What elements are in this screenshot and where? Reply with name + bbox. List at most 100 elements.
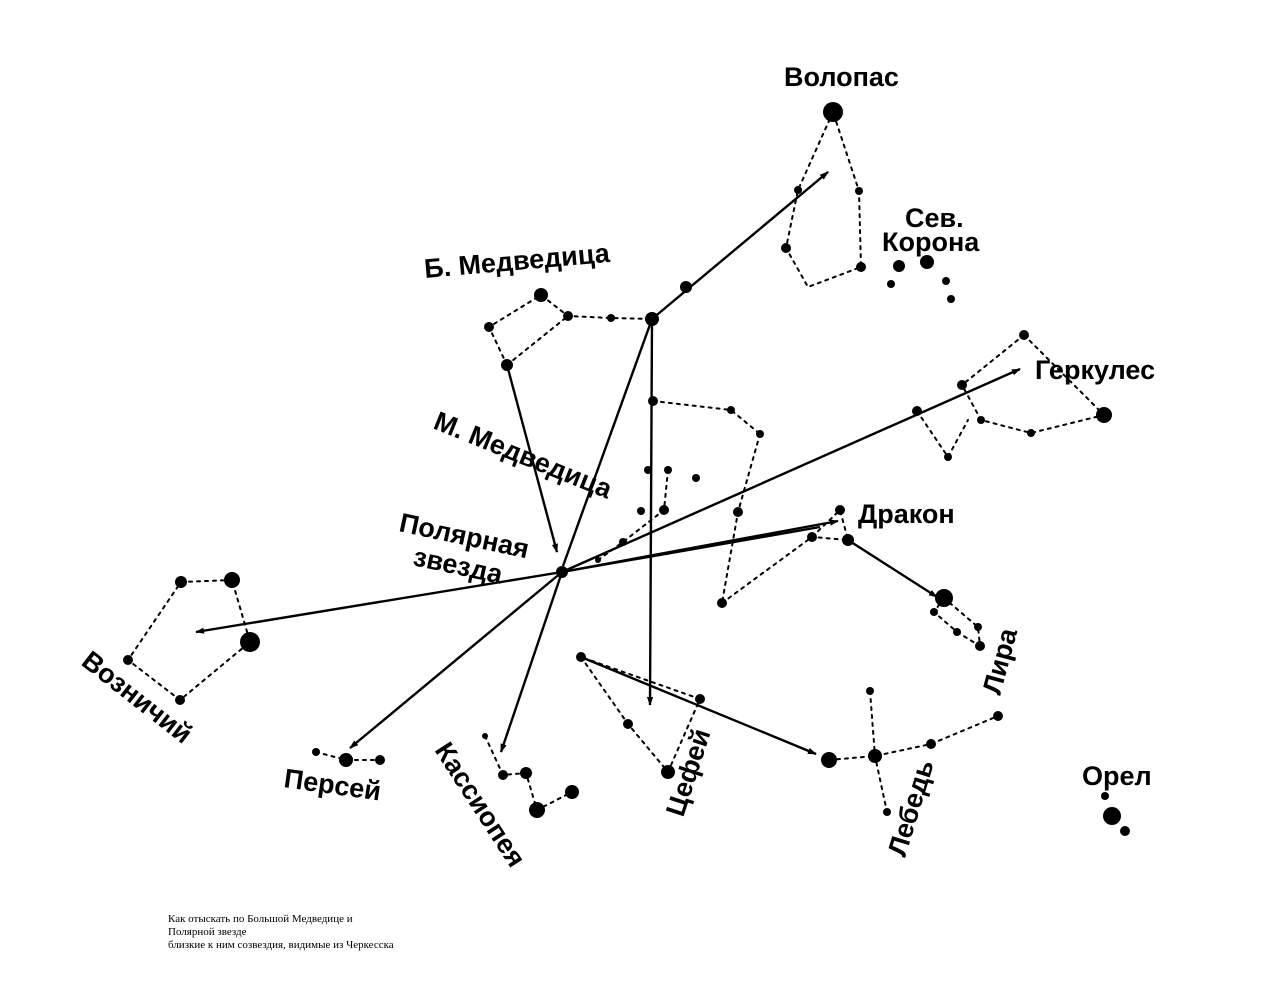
perseus-star-2 bbox=[339, 753, 353, 767]
label-hercules: Геркулес bbox=[1035, 355, 1155, 385]
cygnus-star-5 bbox=[866, 687, 874, 695]
auriga-star-4 bbox=[123, 655, 133, 665]
caption-line-2: Полярной звезде bbox=[168, 926, 247, 938]
corona-star-4 bbox=[942, 277, 950, 285]
hercules-star-2 bbox=[957, 380, 967, 390]
corona-star-2 bbox=[920, 255, 934, 269]
label-ursa-major: Б. Медведица bbox=[423, 238, 612, 284]
caption-line-1: Как отыскать по Большой Медведице и bbox=[168, 913, 353, 925]
cassiopeia-star-2 bbox=[498, 770, 508, 780]
arrow-to-cepheus bbox=[646, 318, 654, 706]
lyra-star-4 bbox=[974, 623, 982, 631]
ursa-major-star-1 bbox=[534, 288, 548, 302]
lyra-star-3 bbox=[953, 628, 961, 636]
bootes-star-1 bbox=[823, 102, 843, 122]
caption-line-3: близкие к ним созвездия, видимые из Черк… bbox=[168, 939, 394, 951]
ursa-minor-star-7 bbox=[659, 505, 669, 515]
perseus-star-3 bbox=[375, 755, 385, 765]
draco-line-1 bbox=[721, 433, 761, 604]
hercules-star-1 bbox=[1019, 330, 1029, 340]
arrow-to-bootes bbox=[651, 171, 829, 320]
arrow-to-hercules bbox=[561, 367, 1021, 574]
perseus-star-1 bbox=[312, 748, 320, 756]
cepheus-star-1 bbox=[576, 652, 586, 662]
aquila-star-3 bbox=[1120, 826, 1130, 836]
label-corona-line2: Корона bbox=[882, 227, 980, 257]
aquila-star-2 bbox=[1103, 807, 1121, 825]
cygnus-star-6 bbox=[883, 808, 891, 816]
cepheus-star-4 bbox=[695, 694, 705, 704]
label-corona-line1: Сев. bbox=[905, 203, 964, 233]
corona-star-3 bbox=[887, 280, 895, 288]
hercules-line-1 bbox=[961, 334, 1025, 386]
arrow-to-cassiopeia bbox=[499, 571, 564, 753]
label-lyra: Лира bbox=[977, 624, 1024, 697]
cygnus-star-1 bbox=[821, 752, 837, 768]
aquila-star-1 bbox=[1101, 792, 1109, 800]
cassiopeia-star-5 bbox=[565, 785, 579, 799]
ursa-minor-star-5 bbox=[644, 466, 652, 474]
hercules-star-7 bbox=[944, 453, 952, 461]
draco-star-3 bbox=[807, 532, 817, 542]
bootes-star-5 bbox=[856, 262, 866, 272]
label-bootes: Волопас bbox=[784, 62, 899, 92]
ursa-minor-line-2 bbox=[663, 469, 669, 511]
lyra-star-2 bbox=[930, 608, 938, 616]
draco-star-1 bbox=[733, 507, 743, 517]
auriga-star-2 bbox=[175, 576, 187, 588]
bootes-star-2 bbox=[855, 187, 863, 195]
ursa-minor-star-4 bbox=[664, 466, 672, 474]
ursa-major-star-6 bbox=[501, 359, 513, 371]
pointer-arrows bbox=[195, 171, 1021, 756]
bootes-star-3 bbox=[794, 186, 802, 194]
line-ursa-major-to-polaris bbox=[561, 318, 654, 567]
label-ursa-minor: М. Медведица bbox=[430, 406, 617, 505]
hercules-star-6 bbox=[1096, 407, 1112, 423]
draco-line-2 bbox=[721, 508, 850, 604]
label-cassiopeia: Кассиопея bbox=[429, 737, 532, 872]
lyra-star-1 bbox=[935, 589, 953, 607]
auriga-star-1 bbox=[224, 572, 240, 588]
ursa-minor-star-10 bbox=[595, 557, 601, 563]
label-draco: Дракон bbox=[858, 499, 955, 529]
line-polaris-to-draco bbox=[561, 525, 821, 574]
arrow-to-auriga bbox=[195, 570, 563, 634]
cygnus-star-4 bbox=[993, 711, 1003, 721]
label-perseus: Персей bbox=[282, 763, 383, 806]
ursa-minor-star-6 bbox=[692, 474, 700, 482]
cygnus-line-1 bbox=[828, 715, 999, 761]
arrow-to-polaris bbox=[505, 364, 559, 553]
hercules-star-5 bbox=[1027, 429, 1035, 437]
ursa-major-line-1 bbox=[487, 293, 653, 366]
cassiopeia-star-1 bbox=[482, 733, 488, 739]
ursa-minor-star-1 bbox=[648, 396, 658, 406]
bootes-star-4 bbox=[781, 243, 791, 253]
ursa-major-star-7 bbox=[680, 281, 692, 293]
cepheus-star-2 bbox=[623, 719, 633, 729]
ursa-major-star-2 bbox=[484, 322, 494, 332]
ursa-minor-star-9 bbox=[619, 538, 627, 546]
hercules-line-2 bbox=[961, 334, 1106, 435]
auriga-star-5 bbox=[175, 695, 185, 705]
cygnus-star-3 bbox=[926, 739, 936, 749]
lyra-star-5 bbox=[975, 641, 985, 651]
cepheus-star-3 bbox=[661, 765, 675, 779]
caption: Как отыскать по Большой Медведице и Поля… bbox=[168, 913, 394, 952]
ursa-minor-star-8 bbox=[637, 507, 645, 515]
ursa-minor-line-1 bbox=[652, 400, 761, 435]
cygnus-star-2 bbox=[868, 749, 882, 763]
label-cygnus: Лебедь bbox=[882, 756, 940, 859]
draco-star-4 bbox=[842, 534, 854, 546]
auriga-star-3 bbox=[240, 632, 260, 652]
label-aquila: Орел bbox=[1082, 761, 1152, 791]
polaris-star bbox=[556, 566, 568, 578]
draco-star-2 bbox=[835, 505, 845, 515]
stars bbox=[123, 102, 1130, 836]
ursa-major-line-2 bbox=[506, 315, 569, 366]
cassiopeia-star-4 bbox=[529, 802, 545, 818]
corona-star-1 bbox=[893, 260, 905, 272]
ursa-major-star-4 bbox=[607, 314, 615, 322]
ursa-minor-star-2 bbox=[727, 406, 735, 414]
auriga-line-1 bbox=[126, 579, 252, 702]
